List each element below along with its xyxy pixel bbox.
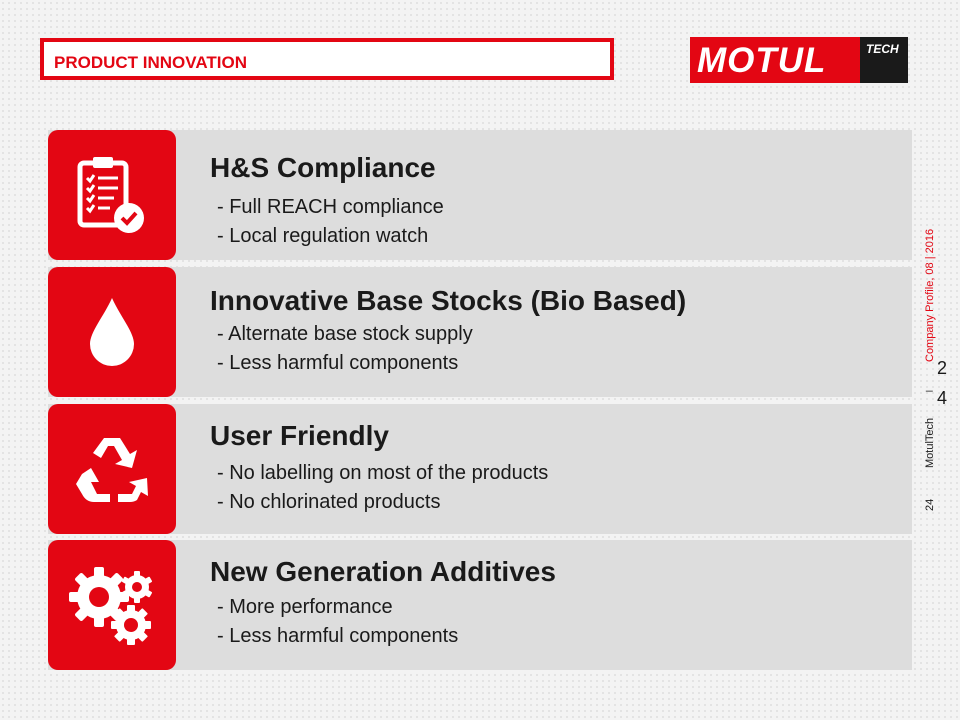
row-title: New Generation Additives [210, 556, 556, 587]
section-title-box: PRODUCT INNOVATION [40, 38, 614, 80]
motul-tech-logo: MOTUL TECH [690, 37, 908, 83]
logo-tech: TECH [860, 37, 908, 83]
row-line: - No labelling on most of the products [217, 462, 549, 484]
feature-row-base-stocks: Innovative Base Stocks (Bio Based) - Alt… [48, 267, 912, 397]
feature-row-additives: New Generation Additives - More performa… [48, 540, 912, 670]
recycle-icon [76, 438, 148, 502]
row-icon-tile [48, 130, 176, 260]
row-band [48, 130, 912, 260]
company-profile-label: Company Profile, 08 | 2016 [924, 228, 936, 362]
clipboard-check-icon [77, 157, 144, 233]
page-number: 24 [924, 498, 936, 511]
page-digit-1: 2 [937, 358, 948, 378]
page-digit-2: 4 [937, 388, 948, 408]
page-separator: _ [926, 378, 933, 392]
row-title: User Friendly [210, 420, 389, 451]
row-band [48, 267, 912, 397]
row-title: Innovative Base Stocks (Bio Based) [210, 285, 687, 316]
droplet-icon [90, 298, 134, 366]
row-icon-tile [48, 404, 176, 534]
row-line: - More performance [217, 596, 393, 618]
gears-icon [69, 567, 152, 645]
row-line: - Alternate base stock supply [217, 323, 473, 345]
feature-row-user-friendly: User Friendly - No labelling on most of … [48, 404, 912, 534]
row-icon-tile [48, 540, 176, 670]
company-name-label: MotulTech [924, 417, 936, 468]
row-line: - Local regulation watch [217, 225, 429, 247]
feature-row-hs-compliance: H&S Compliance - Full REACH compliance -… [48, 130, 912, 260]
row-icon-tile [48, 267, 176, 397]
section-title: PRODUCT INNOVATION [54, 53, 247, 72]
row-band [48, 540, 912, 670]
logo-motul: MOTUL [690, 37, 860, 83]
row-band [48, 404, 912, 534]
row-line: - Less harmful components [217, 625, 459, 647]
row-line: - Full REACH compliance [217, 196, 444, 218]
row-line: - No chlorinated products [217, 491, 441, 513]
row-line: - Less harmful components [217, 352, 459, 374]
row-title: H&S Compliance [210, 152, 436, 183]
